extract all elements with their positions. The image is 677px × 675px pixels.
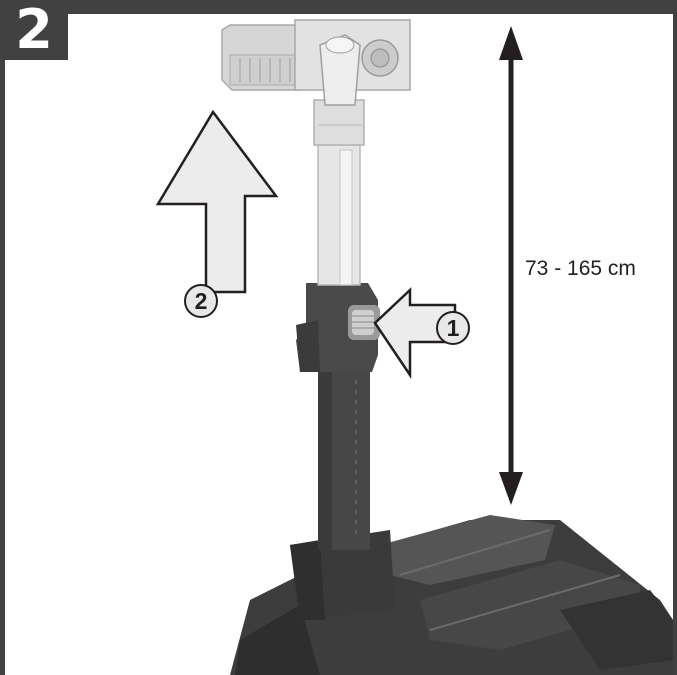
height-clamp xyxy=(296,283,380,372)
double-headed-arrow-icon xyxy=(499,26,523,505)
height-range-label: 73 - 165 cm xyxy=(525,257,636,280)
callout-1: 1 xyxy=(436,311,470,345)
device-head xyxy=(221,19,411,106)
panel-top-border xyxy=(0,0,677,14)
step-number-badge: 2 xyxy=(0,0,68,60)
extension-tube xyxy=(313,99,365,286)
step-number: 2 xyxy=(15,0,53,61)
up-arrow-icon xyxy=(155,109,279,294)
stand-base xyxy=(230,515,673,675)
panel-left-border xyxy=(0,0,5,675)
stand-column xyxy=(318,360,370,550)
panel-right-border xyxy=(673,0,677,675)
callout-2: 2 xyxy=(184,284,218,318)
